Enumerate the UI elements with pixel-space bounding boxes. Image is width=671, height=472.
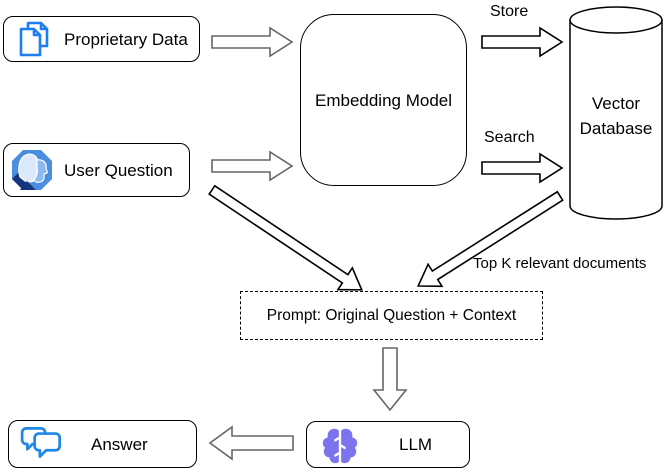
embedding-model-node: Embedding Model [300, 14, 467, 186]
answer-node: Answer [8, 420, 197, 468]
brain-icon [322, 428, 358, 463]
arrow-question-to-prompt [208, 184, 363, 291]
store-label: Store [490, 3, 529, 20]
arrow-proprietary-to-embedding [211, 26, 294, 58]
proprietary-data-label: Proprietary Data [64, 29, 188, 49]
top-k-label: Top K relevant documents [473, 255, 647, 272]
arrow-search [481, 152, 564, 184]
arrow-topk-to-prompt [416, 190, 564, 288]
users-icon [12, 150, 52, 190]
llm-label: LLM [399, 435, 433, 454]
arrow-question-to-embedding [211, 150, 294, 182]
user-question-node: User Question [3, 143, 190, 197]
user-question-label: User Question [64, 160, 173, 180]
arrow-prompt-to-llm [372, 347, 408, 412]
prompt-node: Prompt: Original Question + Context [240, 291, 543, 340]
arrow-store [481, 26, 564, 58]
documents-icon [19, 21, 49, 57]
search-label: Search [484, 129, 535, 146]
prompt-label: Prompt: Original Question + Context [266, 306, 517, 324]
arrow-llm-to-answer [208, 425, 294, 461]
chat-bubbles-icon [20, 426, 62, 458]
database-cylinder-icon [569, 6, 663, 220]
embedding-model-label: Embedding Model [314, 90, 453, 110]
answer-label: Answer [91, 434, 148, 454]
llm-node: LLM [306, 421, 470, 468]
proprietary-data-node: Proprietary Data [3, 16, 200, 62]
vector-database-label: Vector Database [579, 94, 653, 138]
